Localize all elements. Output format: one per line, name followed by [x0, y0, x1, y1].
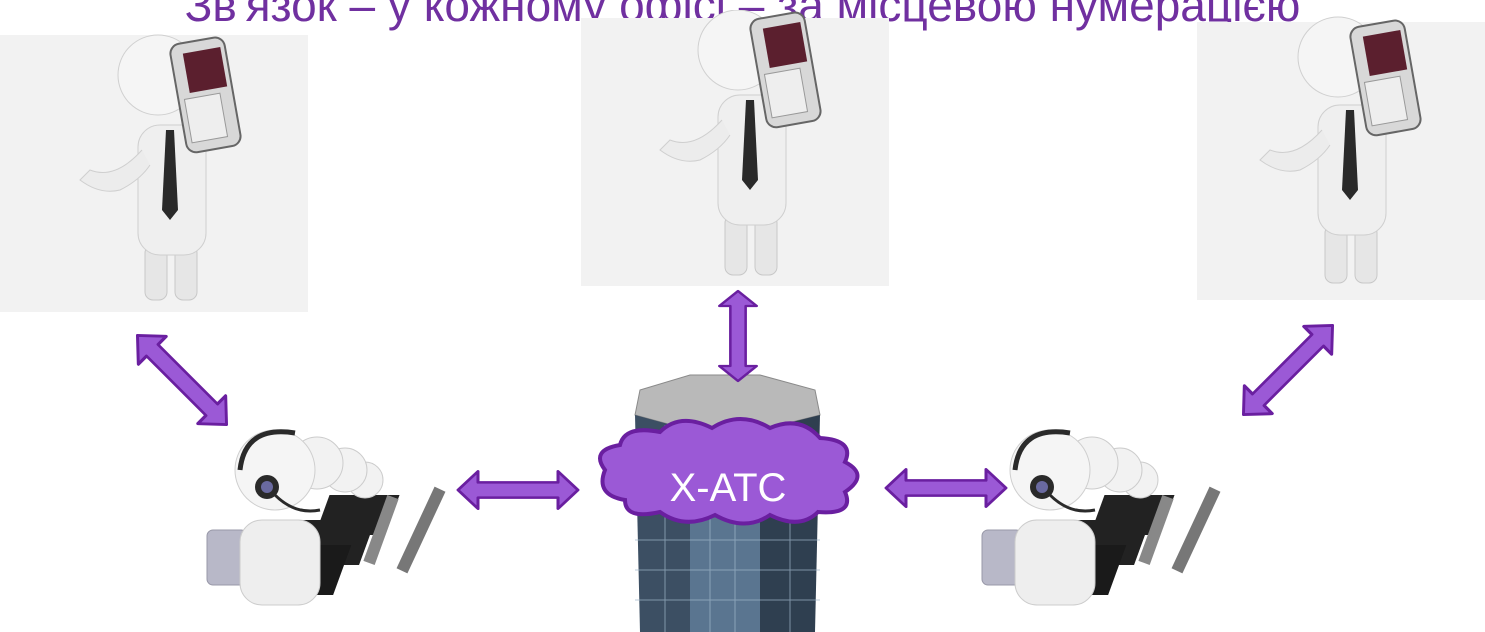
- headset-icon: [237, 429, 321, 513]
- phone-icon: [169, 36, 242, 154]
- hub-label: X-АТС: [669, 466, 787, 510]
- phone-icon: [749, 11, 822, 129]
- headset-icon: [1012, 429, 1096, 513]
- arrow-remote-right-to-office-right: [1227, 309, 1349, 431]
- arrow-office-left-to-pbx: [456, 469, 580, 511]
- cloud-icon: [598, 417, 860, 526]
- remote-employee-left: [79, 34, 242, 301]
- arrow-remote-center-to-pbx: [718, 289, 758, 383]
- arrow-remote-left-to-office-left: [121, 319, 243, 441]
- phone-icon: [1349, 19, 1422, 137]
- office-left: [206, 429, 446, 606]
- operator-row: [206, 429, 446, 606]
- arrow-pbx-to-office-right: [884, 467, 1008, 509]
- office-right: [981, 429, 1221, 606]
- remote-employee-right: [1259, 16, 1422, 284]
- operator-row: [981, 429, 1221, 606]
- remote-employee-center: [659, 10, 822, 276]
